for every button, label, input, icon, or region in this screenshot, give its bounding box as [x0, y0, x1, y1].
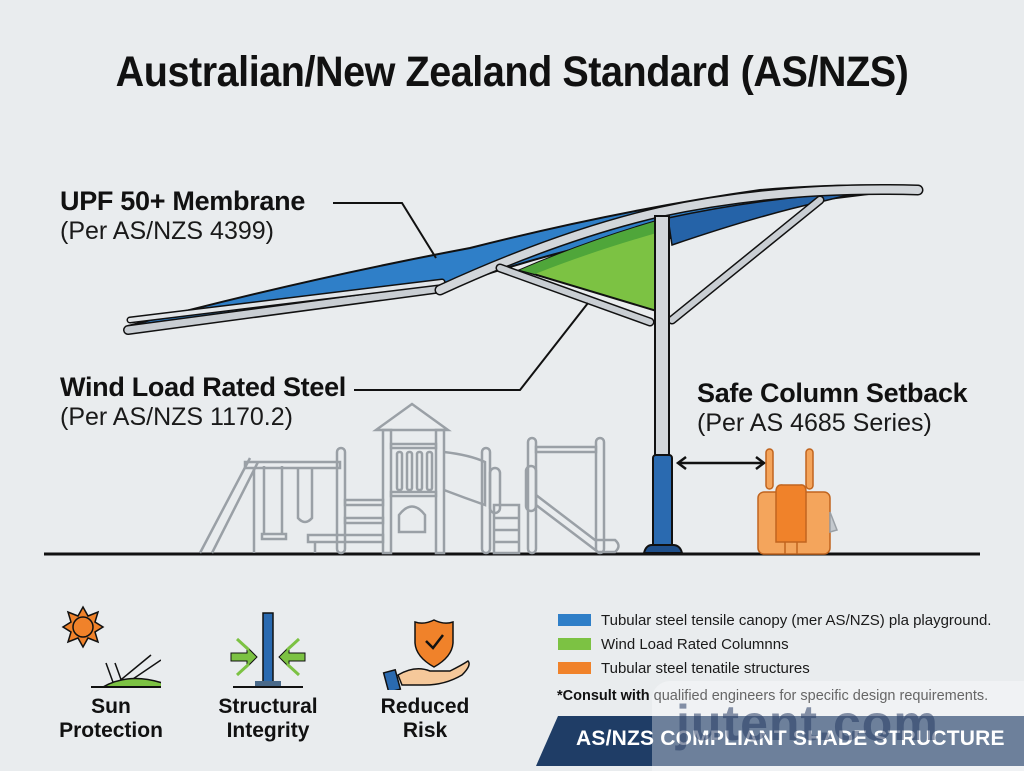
- benefit-risk-line2: Risk: [402, 719, 448, 742]
- compliance-banner-text: AS/NZS COMPLIANT SHADE STRUCTURE: [576, 727, 1005, 750]
- column-forces-icon: [230, 612, 306, 688]
- callout-setback-title: Safe Column Setback: [697, 378, 968, 408]
- playground-equipment: [198, 402, 620, 555]
- legend-label: Tubular steel tenatile structures: [601, 659, 810, 677]
- legend-label: Tubular steel tensile canopy (mer AS/NZS…: [601, 611, 992, 629]
- orange-play-equipment: [757, 448, 838, 555]
- callout-membrane-standard: (Per AS/NZS 4399): [60, 217, 274, 245]
- callout-steel-title: Wind Load Rated Steel: [60, 372, 346, 402]
- callout-steel-standard: (Per AS/NZS 1170.2): [60, 403, 293, 431]
- callout-steel: Wind Load Rated Steel (Per AS/NZS 1170.2…: [60, 372, 346, 432]
- callout-membrane: UPF 50+ Membrane (Per AS/NZS 4399): [60, 186, 305, 246]
- watermark-text: jutent.com: [676, 695, 939, 751]
- sun-reflection-icon: [61, 605, 181, 688]
- benefit-risk-line1: Reduced: [380, 695, 470, 718]
- benefit-sun-line1: Sun: [91, 695, 131, 718]
- note-rest: qualified engineers for specific design …: [649, 688, 989, 704]
- engineering-note: *Consult with qualified engineers for sp…: [557, 688, 988, 704]
- page-title: Australian/New Zealand Standard (AS/NZS): [115, 48, 909, 96]
- callout-membrane-title: UPF 50+ Membrane: [60, 186, 306, 216]
- setback-arrow-icon: [675, 456, 767, 470]
- benefit-sun-line2: Protection: [59, 719, 163, 742]
- legend-swatch-green: [558, 638, 591, 650]
- benefit-structural-integrity: Structural Integrity: [193, 605, 343, 743]
- membrane-leader-line: [333, 202, 437, 259]
- benefit-structural-line1: Structural: [218, 695, 318, 718]
- callout-setback-standard: (Per AS 4685 Series): [697, 409, 932, 437]
- shield-hand-icon: [382, 619, 470, 694]
- legend-label: Wind Load Rated Columnns: [601, 635, 789, 653]
- compliance-banner: [536, 716, 1024, 766]
- watermark-overlay: [652, 681, 1024, 771]
- steel-frame: [123, 183, 924, 335]
- note-bold: *Consult with: [557, 688, 650, 704]
- legend-swatch-blue: [558, 614, 591, 626]
- benefit-sun-protection: Sun Protection: [36, 605, 186, 743]
- legend-item: Wind Load Rated Columnns: [558, 632, 991, 656]
- steel-leader-line: [354, 302, 589, 391]
- legend-item: Tubular steel tenatile structures: [558, 656, 991, 680]
- benefit-reduced-risk: Reduced Risk: [350, 605, 500, 743]
- legend: Tubular steel tensile canopy (mer AS/NZS…: [558, 608, 991, 680]
- callout-setback: Safe Column Setback (Per AS 4685 Series): [697, 378, 968, 438]
- steel-column: [642, 215, 684, 554]
- legend-item: Tubular steel tensile canopy (mer AS/NZS…: [558, 608, 991, 632]
- legend-swatch-orange: [558, 662, 591, 674]
- benefit-structural-line2: Integrity: [226, 719, 310, 742]
